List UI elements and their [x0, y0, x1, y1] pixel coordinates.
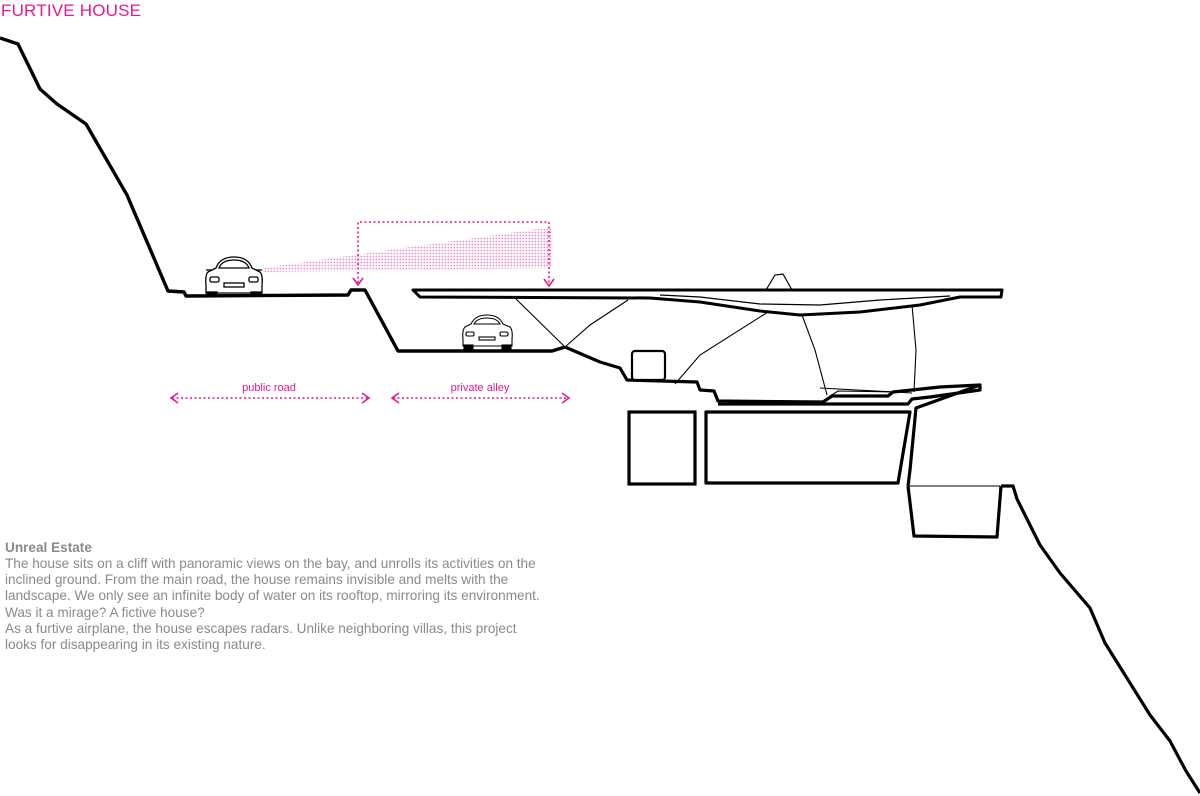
private-alley-label: private alley	[451, 382, 510, 394]
arrow-down-icon	[543, 278, 555, 288]
arrow-left-icon	[169, 392, 179, 404]
lower-room-left	[627, 410, 697, 486]
public-road-label: public road	[242, 382, 296, 394]
car-icon	[462, 314, 513, 350]
floor-main	[564, 345, 982, 406]
roof-slab	[411, 288, 1004, 317]
arrow-down-icon	[352, 277, 364, 287]
terrain-right-cliff	[1001, 484, 1200, 794]
arrow-left-icon	[390, 392, 400, 404]
description-paragraph: As a furtive airplane, the house escapes…	[5, 620, 517, 653]
terrace-underside	[829, 390, 906, 397]
public-road-dimension: public road	[169, 382, 371, 404]
lower-room-right	[704, 410, 912, 485]
private-alley-dimension: private alley	[390, 382, 571, 404]
car-icon	[205, 256, 263, 297]
description-block: Unreal Estate The house sits on a cliff …	[5, 539, 545, 653]
lower-pool	[906, 485, 1003, 539]
page-title: FURTIVE HOUSE	[1, 1, 142, 20]
description-heading: Unreal Estate	[5, 540, 92, 555]
terrain-right	[906, 383, 981, 487]
roof-peak	[765, 273, 793, 291]
arrow-right-icon	[561, 392, 571, 404]
roof-line	[659, 294, 951, 306]
view-cone	[263, 227, 552, 272]
description-paragraph: The house sits on a cliff with panoramic…	[5, 556, 540, 620]
arrow-right-icon	[361, 392, 371, 404]
small-box	[630, 349, 667, 382]
terrain-left	[0, 36, 566, 353]
